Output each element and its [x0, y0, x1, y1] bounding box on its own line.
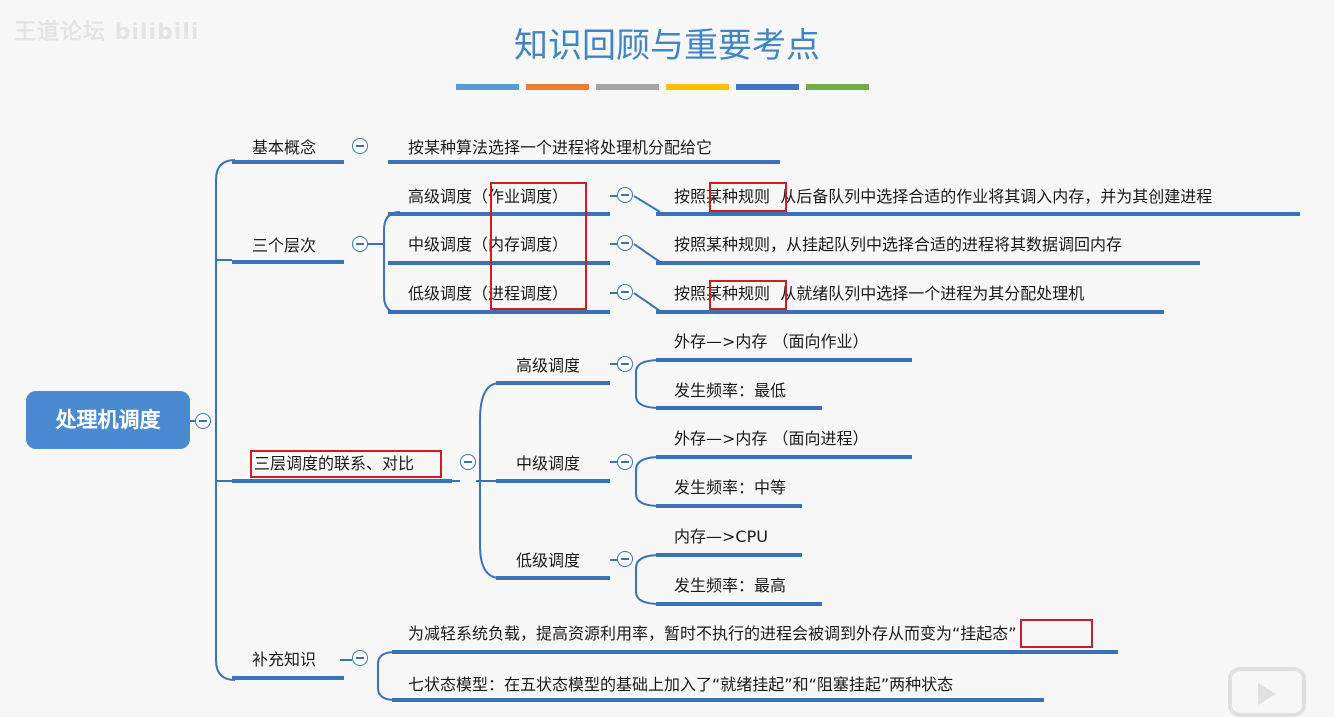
- underline: [496, 381, 610, 385]
- underline: [388, 160, 780, 164]
- root-node[interactable]: 处理机调度: [26, 391, 190, 449]
- node-compare[interactable]: 三层调度的联系、对比: [254, 454, 415, 473]
- title-color-bar: [596, 84, 659, 90]
- compare-low-a: 内存—>CPU: [674, 527, 768, 546]
- collapse-toggle-icon[interactable]: [617, 284, 633, 300]
- collapse-toggle-icon[interactable]: [617, 551, 633, 567]
- underline: [496, 479, 610, 483]
- title-color-bar: [806, 84, 869, 90]
- node-compare-low[interactable]: 低级调度: [516, 551, 581, 570]
- low-level-desc: 按照某种规则 从就绪队列中选择一个进程为其分配处理机: [674, 284, 1085, 303]
- highlight-box: [709, 280, 787, 310]
- underline: [392, 650, 1118, 654]
- title-color-bar: [526, 84, 589, 90]
- play-logo-icon: [1228, 667, 1306, 717]
- basic-desc: 按某种算法选择一个进程将处理机分配给它: [408, 138, 713, 157]
- compare-mid-b: 发生频率：中等: [674, 478, 787, 497]
- collapse-toggle-icon[interactable]: [617, 187, 633, 203]
- highlight-box: [490, 182, 587, 310]
- underline: [388, 310, 610, 314]
- title-color-bar: [456, 84, 519, 90]
- node-high-level[interactable]: 高级调度（作业调度）: [408, 187, 569, 206]
- node-compare-mid[interactable]: 中级调度: [516, 454, 581, 473]
- watermark: 王道论坛 bilibili: [14, 20, 200, 45]
- compare-high-b: 发生频率：最低: [674, 381, 787, 400]
- node-extra[interactable]: 补充知识: [252, 650, 317, 669]
- highlight-box: [1020, 619, 1093, 648]
- node-low-level[interactable]: 低级调度（进程调度）: [408, 284, 569, 303]
- node-basic-concept[interactable]: 基本概念: [252, 138, 317, 157]
- underline: [656, 602, 822, 606]
- page-title: 知识回顾与重要考点: [514, 26, 820, 66]
- underline: [656, 504, 802, 508]
- node-mid-level[interactable]: 中级调度（内存调度）: [408, 235, 569, 254]
- collapse-toggle-icon[interactable]: [195, 413, 211, 429]
- underline: [656, 406, 822, 410]
- underline: [232, 676, 344, 680]
- underline: [656, 455, 912, 459]
- underline: [232, 160, 344, 164]
- compare-mid-a: 外存—>内存 （面向进程）: [674, 429, 869, 448]
- compare-high-a: 外存—>内存 （面向作业）: [674, 332, 869, 351]
- title-color-bar: [736, 84, 799, 90]
- underline: [656, 358, 912, 362]
- collapse-toggle-icon[interactable]: [460, 454, 476, 470]
- underline: [656, 553, 802, 557]
- node-three-levels[interactable]: 三个层次: [252, 236, 317, 255]
- mid-level-desc: 按照某种规则，从挂起队列中选择合适的进程将其数据调回内存: [674, 235, 1123, 254]
- extra-a: 为减轻系统负载，提高资源利用率，暂时不执行的进程会被调到外存从而变为“挂起态”: [408, 624, 1017, 643]
- underline: [388, 261, 610, 265]
- collapse-toggle-icon[interactable]: [352, 650, 368, 666]
- underline: [496, 576, 610, 580]
- extra-b: 七状态模型：在五状态模型的基础上加入了“就绪挂起”和“阻塞挂起”两种状态: [408, 675, 954, 694]
- highlight-box: [709, 182, 787, 212]
- compare-low-b: 发生频率：最高: [674, 576, 787, 595]
- high-level-desc: 按照某种规则 从后备队列中选择合适的作业将其调入内存，并为其创建进程: [674, 187, 1213, 206]
- collapse-toggle-icon[interactable]: [617, 235, 633, 251]
- underline: [232, 479, 452, 483]
- underline: [656, 261, 1200, 265]
- underline: [388, 212, 610, 216]
- underline: [232, 260, 344, 264]
- collapse-toggle-icon[interactable]: [617, 356, 633, 372]
- title-color-bar: [666, 84, 729, 90]
- node-compare-high[interactable]: 高级调度: [516, 356, 581, 375]
- collapse-toggle-icon[interactable]: [352, 138, 368, 154]
- collapse-toggle-icon[interactable]: [352, 236, 368, 252]
- highlight-box: [250, 450, 442, 478]
- underline: [656, 310, 1164, 314]
- underline: [656, 212, 1300, 216]
- underline: [392, 698, 1044, 702]
- collapse-toggle-icon[interactable]: [617, 454, 633, 470]
